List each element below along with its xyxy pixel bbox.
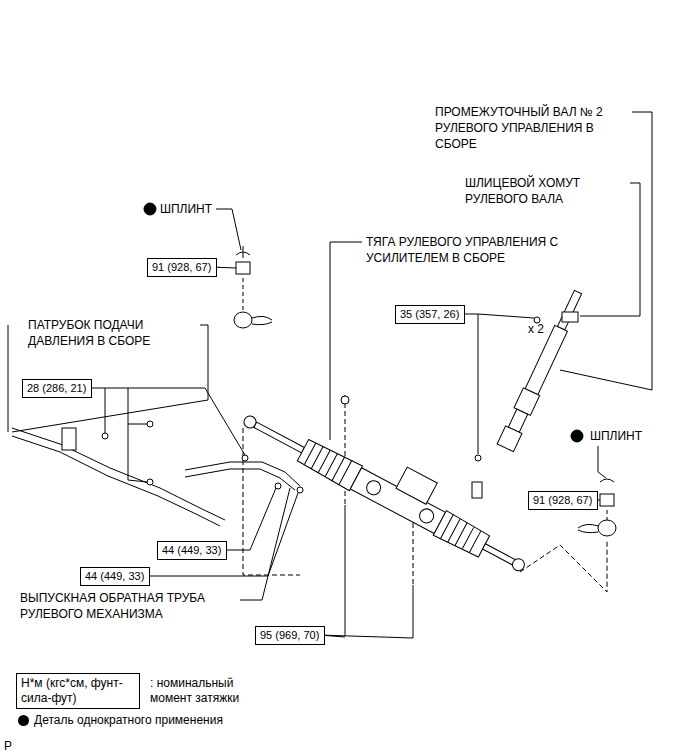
torque-value: 91 (928, 67) xyxy=(152,261,212,274)
unit-legend-box: Н*м (кгс*см, фунт-сила-фут) xyxy=(16,673,140,709)
part-label: ТЯГА РУЛЕВОГО УПРАВЛЕНИЯ С УСИЛИТЕЛЕМ В … xyxy=(366,234,606,266)
torque-value: 44 (449, 33) xyxy=(85,570,145,583)
part-label: ПАТРУБОК ПОДАЧИ ДАВЛЕНИЯ В СБОРЕ xyxy=(28,317,198,349)
part-label: ВЫПУСКНАЯ ОБРАТНАЯ ТРУБА РУЛЕВОГО МЕХАНИ… xyxy=(20,590,245,622)
part-label: x 2 xyxy=(528,321,568,337)
unit-text: Н*м (кгс*см, фунт-сила-фут) xyxy=(21,676,135,706)
torque-box: 35 (357, 26) xyxy=(395,305,465,324)
part-label: P xyxy=(4,738,24,754)
torque-box: 28 (286, 21) xyxy=(22,379,92,398)
torque-box: 95 (969, 70) xyxy=(255,626,325,645)
torque-box: 44 (449, 33) xyxy=(157,541,227,560)
torque-value: 95 (969, 70) xyxy=(260,629,320,642)
torque-value: 28 (286, 21) xyxy=(27,382,87,395)
part-label: ШПЛИНТ xyxy=(160,201,240,217)
part-label: ПРОМЕЖУТОЧНЫЙ ВАЛ № 2 РУЛЕВОГО УПРАВЛЕНИ… xyxy=(435,104,630,152)
torque-box: 91 (928, 67) xyxy=(528,491,598,510)
torque-value: 91 (928, 67) xyxy=(533,494,593,507)
torque-box: 91 (928, 67) xyxy=(147,258,217,277)
single-use-dot xyxy=(18,715,29,726)
torque-box: 44 (449, 33) xyxy=(80,567,150,586)
part-label: ШПЛИНТ xyxy=(590,428,670,444)
legend-text: Деталь однократного применения xyxy=(34,713,294,728)
legend-text: : номинальный момент затяжки xyxy=(150,676,262,706)
torque-value: 35 (357, 26) xyxy=(400,308,460,321)
torque-value: 44 (449, 33) xyxy=(162,544,222,557)
part-label: ШЛИЦЕВОЙ ХОМУТ РУЛЕВОГО ВАЛА xyxy=(465,175,628,207)
